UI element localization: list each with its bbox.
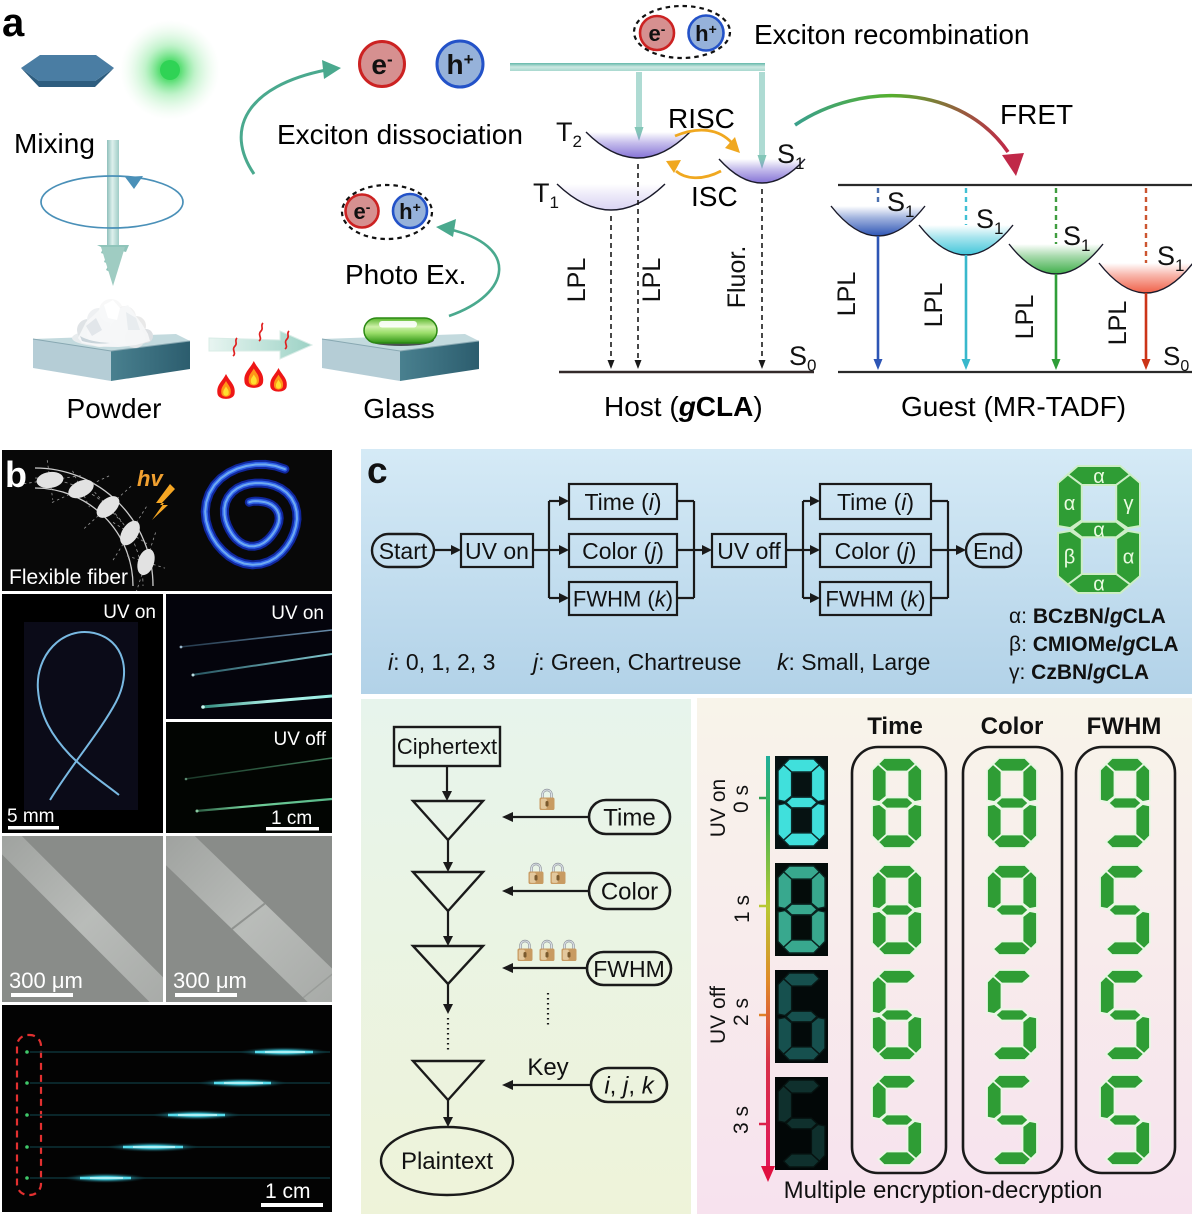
svg-text:Host (gCLA): Host (gCLA) <box>604 391 763 422</box>
svg-text:Guest (MR-TADF): Guest (MR-TADF) <box>901 391 1126 422</box>
svg-text:γ: γ <box>1124 493 1134 515</box>
svg-text:LPL: LPL <box>1011 295 1039 340</box>
svg-text:UV on: UV on <box>103 602 156 623</box>
svg-text:1 cm: 1 cm <box>271 808 312 829</box>
svg-text:S0: S0 <box>1163 341 1189 375</box>
svg-text:α: α <box>1093 520 1105 542</box>
svg-text:α: α <box>1123 547 1135 569</box>
svg-text:UV on: UV on <box>707 779 730 837</box>
svg-text:T1: T1 <box>533 178 559 212</box>
svg-text:Color: Color <box>601 879 658 906</box>
svg-text:γ: CzBN/gCLA: γ: CzBN/gCLA <box>1009 661 1149 684</box>
svg-text:c: c <box>367 450 388 491</box>
svg-text:S1: S1 <box>777 139 804 173</box>
svg-text:hv: hv <box>137 466 164 491</box>
svg-text:β: CMIOMe/gCLA: β: CMIOMe/gCLA <box>1009 633 1179 656</box>
svg-text:1 s: 1 s <box>731 895 754 923</box>
svg-text:a: a <box>2 1 25 45</box>
svg-text:α: α <box>1064 493 1076 515</box>
svg-text:Time (i): Time (i) <box>837 489 914 515</box>
svg-text:i, j, k: i, j, k <box>604 1073 655 1100</box>
svg-text:FWHM: FWHM <box>593 956 665 982</box>
svg-text:LPL: LPL <box>638 258 666 303</box>
svg-text:β: β <box>1064 547 1076 569</box>
svg-text:Color (j): Color (j) <box>835 538 917 564</box>
svg-text:Mixing: Mixing <box>14 128 95 159</box>
svg-text:Fluor.: Fluor. <box>723 246 751 309</box>
svg-text:i: 0, 1, 2, 3: i: 0, 1, 2, 3 <box>388 649 495 675</box>
svg-text:S1: S1 <box>1063 221 1090 255</box>
svg-text:α: α <box>1093 466 1105 488</box>
svg-text:b: b <box>5 454 27 495</box>
svg-text:LPL: LPL <box>1104 301 1132 346</box>
svg-text:ISC: ISC <box>691 181 738 212</box>
svg-text:T2: T2 <box>556 117 582 151</box>
svg-text:UV off: UV off <box>717 538 781 564</box>
svg-text:LPL: LPL <box>563 258 591 303</box>
svg-text:α: α <box>1093 573 1105 595</box>
svg-text:Exciton dissociation: Exciton dissociation <box>277 119 523 150</box>
svg-text:Time (i): Time (i) <box>584 489 661 515</box>
svg-text:1 cm: 1 cm <box>265 1180 311 1203</box>
svg-text:S1: S1 <box>887 187 914 221</box>
svg-text:Flexible fiber: Flexible fiber <box>9 566 128 589</box>
svg-text:Exciton recombination: Exciton recombination <box>754 19 1029 50</box>
svg-text:Key: Key <box>527 1054 568 1081</box>
svg-text:Time: Time <box>603 805 655 832</box>
svg-text:Photo Ex.: Photo Ex. <box>345 259 466 290</box>
svg-text:FWHM (k): FWHM (k) <box>573 586 673 611</box>
svg-text:Time: Time <box>867 713 923 740</box>
svg-text:FWHM (k): FWHM (k) <box>825 586 925 611</box>
svg-text:Color: Color <box>981 713 1044 740</box>
svg-text:End: End <box>973 538 1014 564</box>
svg-text:LPL: LPL <box>920 283 948 328</box>
svg-text:α: BCzBN/gCLA: α: BCzBN/gCLA <box>1009 605 1166 628</box>
svg-text:FWHM: FWHM <box>1087 713 1162 740</box>
svg-text:2 s: 2 s <box>730 998 753 1026</box>
svg-text:S1: S1 <box>976 204 1003 238</box>
svg-text:j: Green, Chartreuse: j: Green, Chartreuse <box>530 649 741 675</box>
svg-text:Color (j): Color (j) <box>582 538 664 564</box>
svg-text:Plaintext: Plaintext <box>401 1148 493 1175</box>
svg-text:Start: Start <box>379 538 428 564</box>
svg-text:FRET: FRET <box>1000 99 1073 130</box>
svg-text:UV off: UV off <box>274 729 327 750</box>
svg-text:Powder: Powder <box>67 393 162 424</box>
svg-text:S0: S0 <box>789 341 816 375</box>
svg-text:300 μm: 300 μm <box>173 968 247 993</box>
svg-text:0 s: 0 s <box>730 785 753 813</box>
svg-text:UV off: UV off <box>707 986 730 1044</box>
svg-text:LPL: LPL <box>833 272 861 317</box>
svg-text:S1: S1 <box>1157 241 1184 275</box>
svg-text:Ciphertext: Ciphertext <box>397 734 497 759</box>
svg-text:Multiple encryption-decryption: Multiple encryption-decryption <box>784 1177 1103 1204</box>
svg-text:UV on: UV on <box>271 603 324 624</box>
svg-text:300 μm: 300 μm <box>9 968 83 993</box>
svg-text:3 s: 3 s <box>730 1106 753 1134</box>
svg-text:UV on: UV on <box>465 538 529 564</box>
svg-text:k: Small, Large: k: Small, Large <box>777 649 930 675</box>
svg-text:5 mm: 5 mm <box>7 806 55 827</box>
svg-text:Glass: Glass <box>363 393 435 424</box>
